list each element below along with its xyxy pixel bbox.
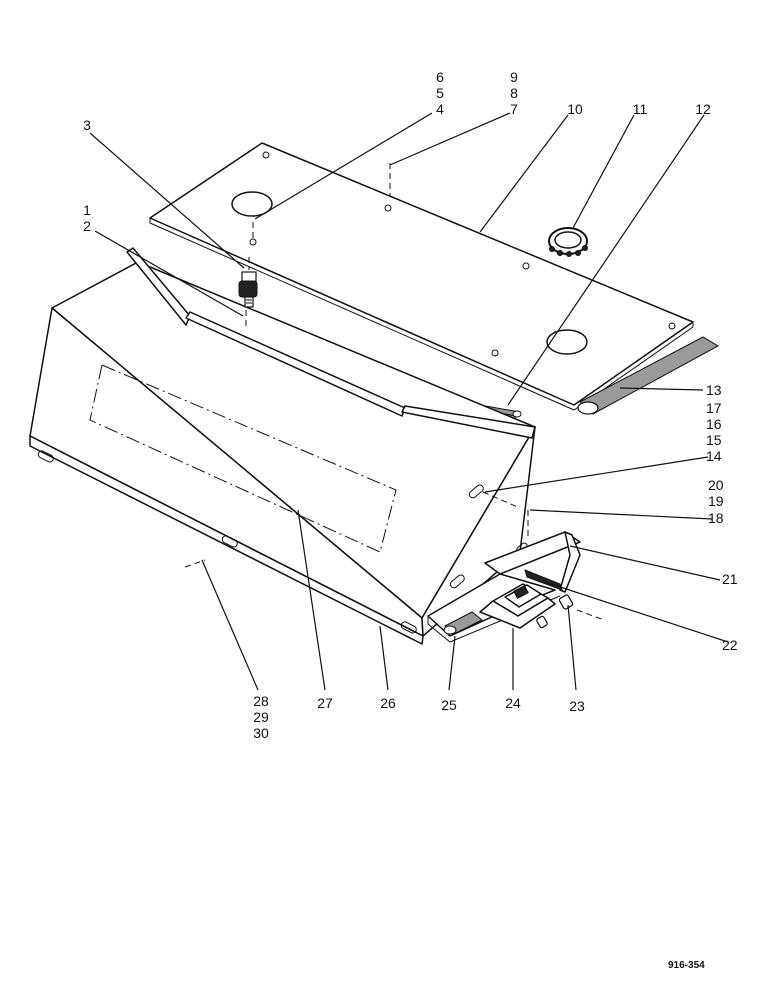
callout-11: 11 xyxy=(633,101,648,117)
assembly-lines xyxy=(184,163,605,621)
callout-18: 18 xyxy=(708,510,724,526)
callout-4: 4 xyxy=(436,101,444,117)
callout-30: 30 xyxy=(253,725,269,741)
callout-7: 7 xyxy=(510,101,518,117)
callout-13: 13 xyxy=(706,382,722,398)
callout-9: 9 xyxy=(510,69,518,85)
cover-hole xyxy=(231,191,273,217)
mounting-bolt xyxy=(536,594,574,629)
callout-20: 20 xyxy=(708,477,724,493)
callout-22: 22 xyxy=(722,637,738,653)
leader-lines xyxy=(89,112,729,691)
callout-numbers: 6 5 4 9 8 7 10 11 12 3 1 2 13 17 16 15 1… xyxy=(83,69,738,741)
foam-seal-strip xyxy=(577,336,720,415)
hood-rim-trim xyxy=(126,247,536,439)
callout-23: 23 xyxy=(569,698,585,714)
callout-1: 1 xyxy=(83,202,91,218)
callout-25: 25 xyxy=(441,697,457,713)
callout-3: 3 xyxy=(83,117,91,133)
callout-6: 6 xyxy=(436,69,444,85)
callout-12: 12 xyxy=(695,101,711,117)
callout-24: 24 xyxy=(505,695,521,711)
grommet xyxy=(548,227,588,257)
hood-housing xyxy=(29,261,536,645)
standoff-stud xyxy=(238,271,258,308)
callout-26: 26 xyxy=(380,695,396,711)
isolator-mount xyxy=(479,583,556,629)
spring-clip xyxy=(443,611,483,635)
cover-hole xyxy=(546,329,588,355)
callout-8: 8 xyxy=(510,85,518,101)
cover-plate xyxy=(149,142,694,411)
callout-28: 28 xyxy=(253,693,269,709)
callout-10: 10 xyxy=(567,101,583,117)
callout-15: 15 xyxy=(706,432,722,448)
callout-5: 5 xyxy=(436,85,444,101)
callout-21: 21 xyxy=(722,571,738,587)
callout-14: 14 xyxy=(706,448,722,464)
callout-27: 27 xyxy=(317,695,333,711)
callout-17: 17 xyxy=(706,400,722,416)
callout-16: 16 xyxy=(706,416,722,432)
callout-19: 19 xyxy=(708,493,724,509)
callout-2: 2 xyxy=(83,218,91,234)
drawing-code: 916-354 xyxy=(668,960,705,971)
callout-29: 29 xyxy=(253,709,269,725)
